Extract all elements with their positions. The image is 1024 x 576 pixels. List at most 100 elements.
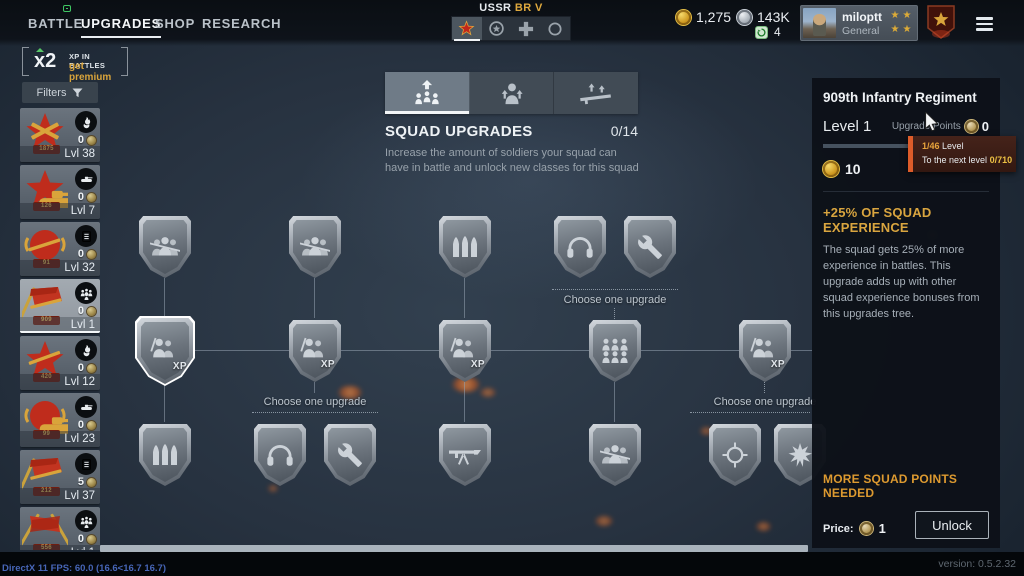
tree-node-squad-members-2[interactable] [289, 216, 341, 278]
squad-card-troopers-2[interactable]: 556 0 Lvl 1 [20, 507, 100, 550]
price-value: 1 [878, 521, 886, 536]
squad-xp-icon [447, 335, 477, 361]
get-premium-link[interactable]: get premium [69, 61, 112, 83]
squad-level: Lvl 1 [71, 547, 95, 550]
squad-card-tank-1[interactable]: 126 0 Lvl 7 [20, 165, 100, 219]
tree-node-xp-2[interactable]: XP [289, 320, 341, 382]
tree-connector [464, 278, 465, 318]
faction-tab-axis[interactable] [511, 17, 541, 40]
xp-label: XP [770, 359, 785, 370]
level-strip [20, 488, 100, 504]
squad-list: 1875 0 Lvl 38 126 0 Lvl 7 91 [20, 108, 100, 550]
faction-tab-ussr[interactable] [452, 17, 482, 41]
soldier-upgrade-icon [495, 80, 529, 106]
squad-emblem [22, 111, 68, 151]
choose-group-line [764, 382, 765, 393]
squad-gold-value: 10 [845, 161, 861, 177]
faction-tab-allies[interactable] [482, 17, 512, 40]
tree-node-engineer-1[interactable] [624, 216, 676, 278]
tab-weapon-upgrades[interactable] [554, 72, 638, 114]
price-coin-icon [859, 522, 873, 535]
orders-icon[interactable] [755, 26, 768, 39]
tree-connector [191, 350, 289, 351]
tree-node-radio-2[interactable] [254, 424, 306, 486]
nav-upgrades[interactable]: UPGRADES [81, 16, 162, 38]
tree-node-ammo-2[interactable] [139, 424, 191, 486]
squad-level-label: Level 1 [823, 118, 872, 135]
squad-members-icon [300, 234, 330, 260]
tree-node-ammo-1[interactable] [439, 216, 491, 278]
crosshair-icon [720, 442, 750, 468]
gold-coin-icon [823, 161, 839, 177]
tree-node-xp-1-selected[interactable]: XP [137, 318, 193, 384]
tree-connector [641, 350, 739, 351]
horizontal-scrollbar[interactable] [100, 545, 808, 552]
shield-star-icon [927, 5, 955, 39]
squad-emblem [22, 339, 68, 379]
troopers-class-icon [75, 510, 97, 532]
tree-node-machinegun[interactable] [439, 424, 491, 486]
tree-node-sniper[interactable] [709, 424, 761, 486]
silver-wallet[interactable]: 143K [737, 9, 790, 25]
unlock-button[interactable]: Unlock [915, 511, 989, 539]
tree-node-squad-members-3[interactable] [589, 424, 641, 486]
tree-node-xp-4[interactable]: XP [739, 320, 791, 382]
page-title: SQUAD UPGRADES [385, 123, 533, 140]
nav-research[interactable]: RESEARCH [202, 16, 282, 31]
menu-button[interactable] [976, 17, 993, 31]
bracket-left [22, 47, 29, 76]
tree-connector [164, 278, 165, 318]
rifle-class-icon [75, 453, 97, 475]
squad-card-flame[interactable]: 420 0 Lvl 12 [20, 336, 100, 390]
nav-battle[interactable]: BATTLE [28, 16, 84, 31]
squad-coin-icon [87, 363, 96, 373]
squad-points: 0 [77, 191, 84, 203]
squad-emblem [20, 453, 68, 493]
tree-connector [314, 278, 315, 318]
tree-node-xp-3[interactable]: XP [439, 320, 491, 382]
tree-node-radio-1[interactable] [554, 216, 606, 278]
squad-card-tank-2[interactable]: 99 0 Lvl 23 [20, 393, 100, 447]
squad-card-909-selected[interactable]: 909 0 Lvl 1 [20, 279, 100, 333]
tooltip-next-value: 0/710 [989, 154, 1013, 165]
ammo-icon [450, 234, 480, 260]
level-tooltip: 1/46 Level To the next level 0/710 [908, 136, 1016, 172]
tree-node-engineer-2[interactable] [324, 424, 376, 486]
nav-shop[interactable]: SHOP [155, 16, 196, 31]
clan-badge[interactable] [926, 4, 956, 40]
level-progress-bar[interactable] [823, 144, 989, 148]
squad-card-artillery[interactable]: 1875 0 Lvl 38 [20, 108, 100, 162]
squad-card-rifle-1[interactable]: 91 0 Lvl 32 [20, 222, 100, 276]
page-description: Increase the amount of soldiers your squ… [385, 147, 639, 175]
tree-connector [614, 382, 615, 422]
tree-node-squad-members-1[interactable] [139, 216, 191, 278]
squad-card-rifle-2[interactable]: 212 5 Lvl 37 [20, 450, 100, 504]
premium-xp-banner[interactable]: x2 XP IN BATTLES get premium [22, 47, 128, 83]
squad-xp-icon [147, 335, 177, 361]
level-strip [20, 203, 100, 219]
xp-label: XP [320, 359, 335, 370]
squad-points: 0 [77, 248, 84, 260]
tree-node-squad-size[interactable] [589, 320, 641, 382]
xp-multiplier: x2 [34, 50, 57, 72]
tooltip-next-label: To the next level [922, 154, 988, 165]
status-bar: DirectX 11 FPS: 60.0 (16.6<16.7 16.7) ve… [0, 552, 1024, 576]
ember-particle [452, 377, 480, 392]
tab-soldier-upgrades[interactable] [470, 72, 555, 114]
wrench-icon [635, 234, 665, 260]
tab-squad-upgrades[interactable] [385, 72, 470, 114]
profile-card[interactable]: miloptt General ★★★★ [800, 5, 918, 41]
squad-points: 0 [77, 134, 84, 146]
tree-connector [791, 350, 812, 351]
squad-points: 0 [77, 419, 84, 431]
rifle-class-icon [75, 225, 97, 247]
gold-wallet[interactable]: 1,275 [676, 9, 731, 25]
wrench-icon [335, 442, 365, 468]
tree-connector [464, 382, 465, 422]
faction-tab-japan[interactable] [541, 17, 571, 40]
circle-icon [548, 21, 562, 36]
choose-group-line [614, 308, 615, 319]
level-strip [20, 545, 100, 550]
filters-button[interactable]: Filters [22, 82, 98, 103]
